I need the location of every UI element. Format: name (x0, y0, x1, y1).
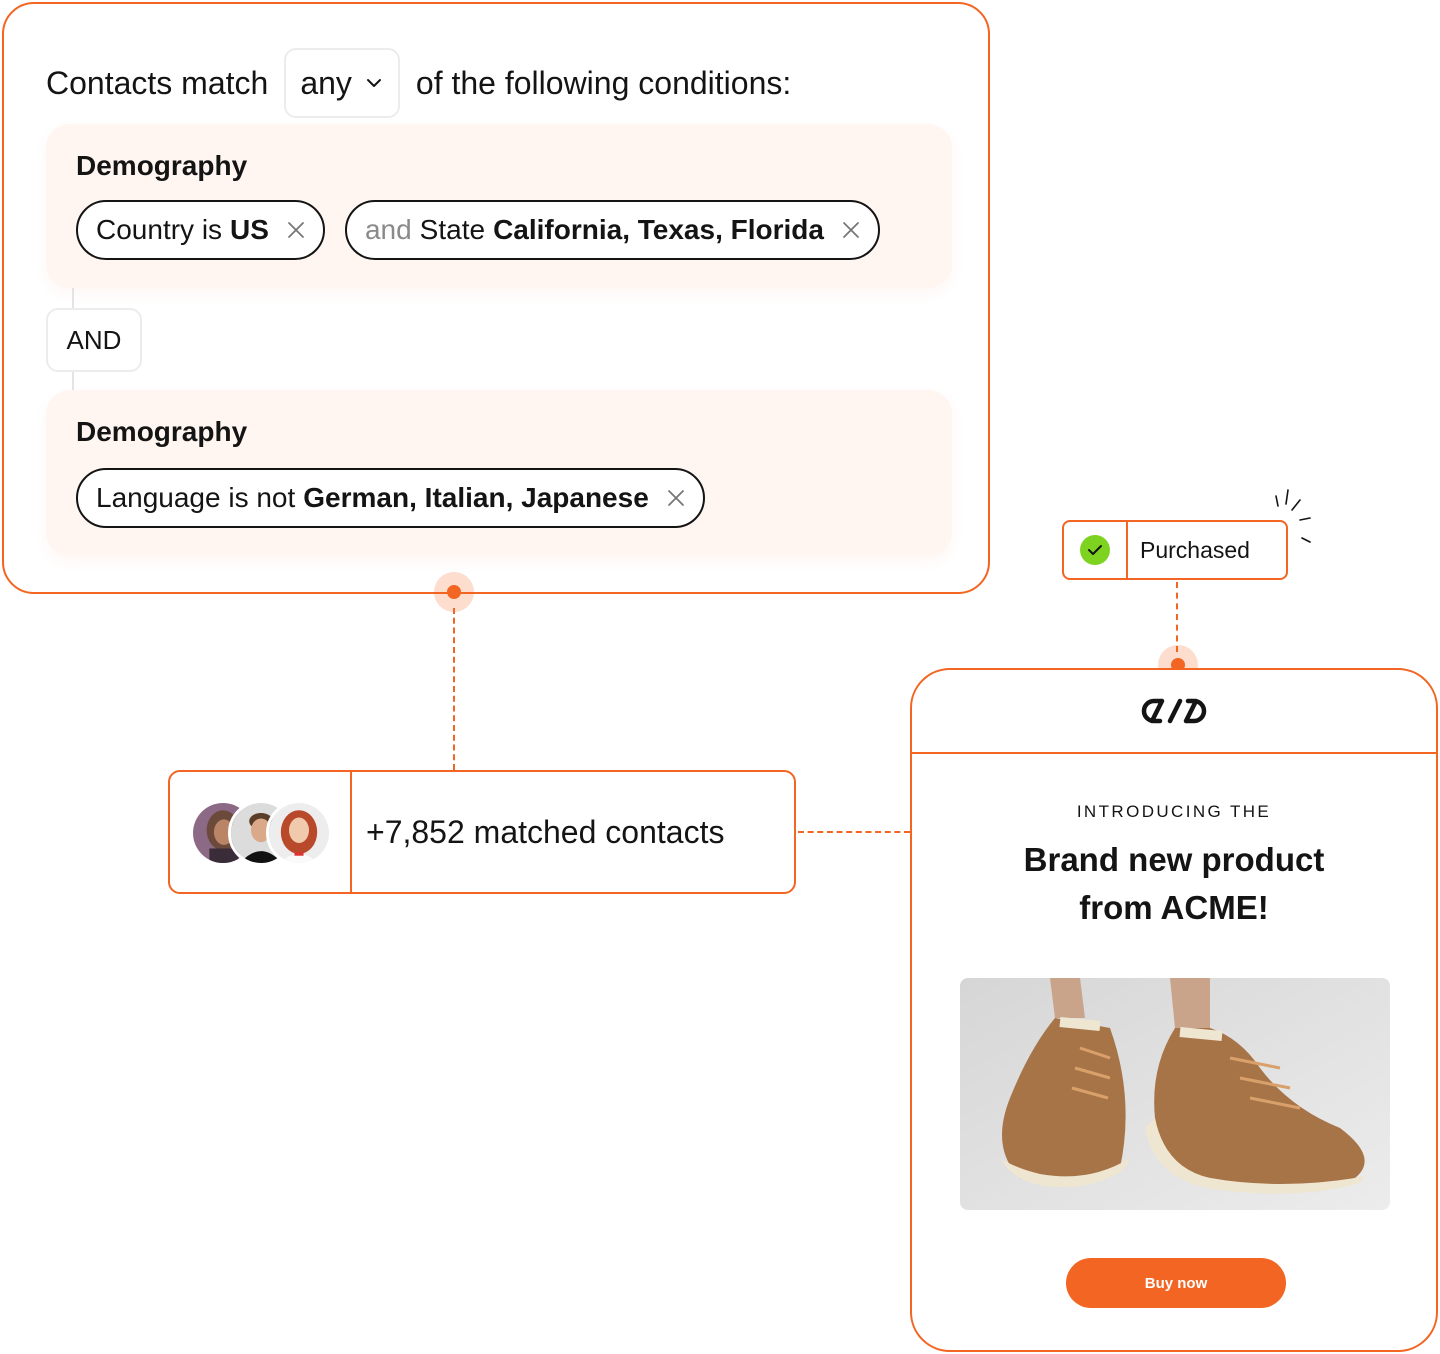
chain-link-logo-icon (1141, 698, 1207, 724)
remove-icon[interactable] (287, 221, 305, 239)
trigger-label: Purchased (1140, 536, 1250, 563)
group-connector-line (72, 288, 74, 308)
match-mode-value: any (300, 64, 352, 101)
sparkle-icon (1275, 489, 1311, 543)
chip-text: State (419, 214, 486, 245)
chip-text: Country is (96, 214, 223, 245)
chip-value: German, Italian, Japanese (303, 482, 649, 513)
trigger-purchased[interactable]: Purchased (1062, 520, 1288, 580)
check-icon (1080, 535, 1110, 565)
remove-icon[interactable] (667, 489, 685, 507)
chip-value: US (230, 214, 269, 245)
avatar-stack (170, 772, 352, 892)
condition-group-demography-1: Demography Country is US and State Calif… (46, 124, 952, 288)
matched-contacts-card[interactable]: +7,852 matched contacts (168, 770, 796, 894)
condition-chips: Country is US and State California, Texa… (76, 200, 880, 260)
condition-chip-language[interactable]: Language is not German, Italian, Japanes… (76, 468, 705, 528)
match-prefix: Contacts match (46, 64, 269, 101)
connector-dashed-line (798, 831, 910, 833)
chevron-down-icon (366, 79, 381, 87)
segment-builder-card: Contacts match any of the following cond… (2, 2, 990, 594)
condition-group-demography-2: Demography Language is not German, Itali… (46, 390, 952, 556)
email-headline: Brand new product from ACME! (952, 836, 1396, 932)
group-connector-line (72, 372, 74, 390)
match-row: Contacts match any of the following cond… (46, 48, 791, 118)
email-headline-line1: Brand new product (1023, 841, 1325, 878)
connector-node[interactable] (447, 585, 461, 599)
connector-dashed-line (453, 608, 455, 770)
chip-text: Language is not (96, 482, 296, 513)
matched-contacts-count: +7,852 matched contacts (366, 813, 725, 850)
connector-dashed-line (1176, 582, 1178, 652)
condition-chip-state[interactable]: and State California, Texas, Florida (344, 200, 880, 260)
remove-icon[interactable] (842, 221, 860, 239)
group-title: Demography (76, 150, 248, 181)
group-title: Demography (76, 416, 248, 447)
chip-value: California, Texas, Florida (493, 214, 824, 245)
avatar (266, 800, 332, 866)
product-image (960, 978, 1390, 1210)
match-mode-select[interactable]: any (284, 48, 400, 118)
chip-lead: and (364, 214, 412, 245)
condition-chips: Language is not German, Italian, Japanes… (76, 468, 705, 528)
email-headline-line2: from ACME! (1079, 889, 1269, 926)
match-suffix: of the following conditions: (415, 64, 792, 101)
email-header (912, 670, 1436, 754)
email-preview-card: INTRODUCING THE Brand new product from A… (910, 668, 1438, 1352)
condition-chip-country[interactable]: Country is US (76, 200, 325, 260)
buy-now-button[interactable]: Buy now (1066, 1258, 1286, 1308)
group-operator-and[interactable]: AND (46, 308, 142, 372)
email-intro: INTRODUCING THE (1076, 802, 1272, 821)
trigger-icon-cell (1064, 522, 1128, 578)
